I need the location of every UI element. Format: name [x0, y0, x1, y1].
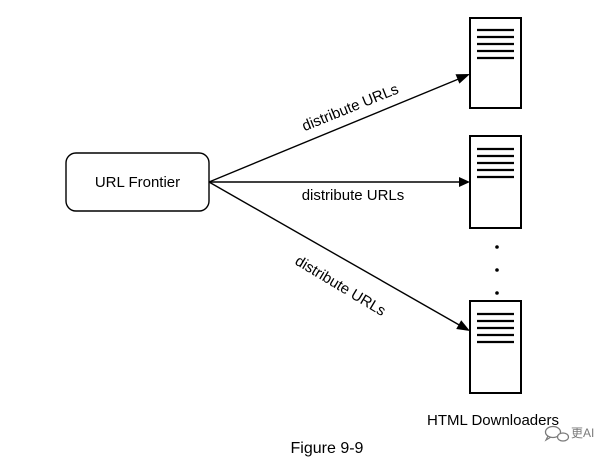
- url-frontier-node: URL Frontier: [65, 152, 210, 212]
- arrowhead-2: [459, 177, 470, 187]
- edge-to-server-3: distribute URLs: [208, 181, 470, 331]
- html-downloader-server-2: [469, 135, 522, 229]
- ellipsis-dot-3: [495, 291, 499, 295]
- ellipsis-dot-2: [495, 268, 499, 272]
- watermark-text: 更AI: [571, 426, 594, 440]
- ellipsis-dot-1: [495, 245, 499, 249]
- watermark: 更AI: [544, 425, 594, 442]
- edge-to-server-1: distribute URLs: [208, 74, 470, 183]
- html-downloader-server-3: [469, 300, 522, 394]
- html-downloaders-label: HTML Downloaders: [427, 412, 559, 429]
- arrowhead-1: [455, 74, 470, 84]
- arrowhead-3: [456, 320, 470, 331]
- edge-to-server-2: distribute URLs: [209, 177, 470, 204]
- edge-label-1: distribute URLs: [300, 81, 401, 135]
- chat-bubble-icon: [544, 425, 570, 442]
- edge-label-3: distribute URLs: [292, 252, 389, 319]
- edge-label-2: distribute URLs: [302, 187, 405, 204]
- figure-caption: Figure 9-9: [291, 440, 364, 457]
- url-frontier-label: URL Frontier: [95, 174, 180, 191]
- html-downloader-server-1: [469, 17, 522, 109]
